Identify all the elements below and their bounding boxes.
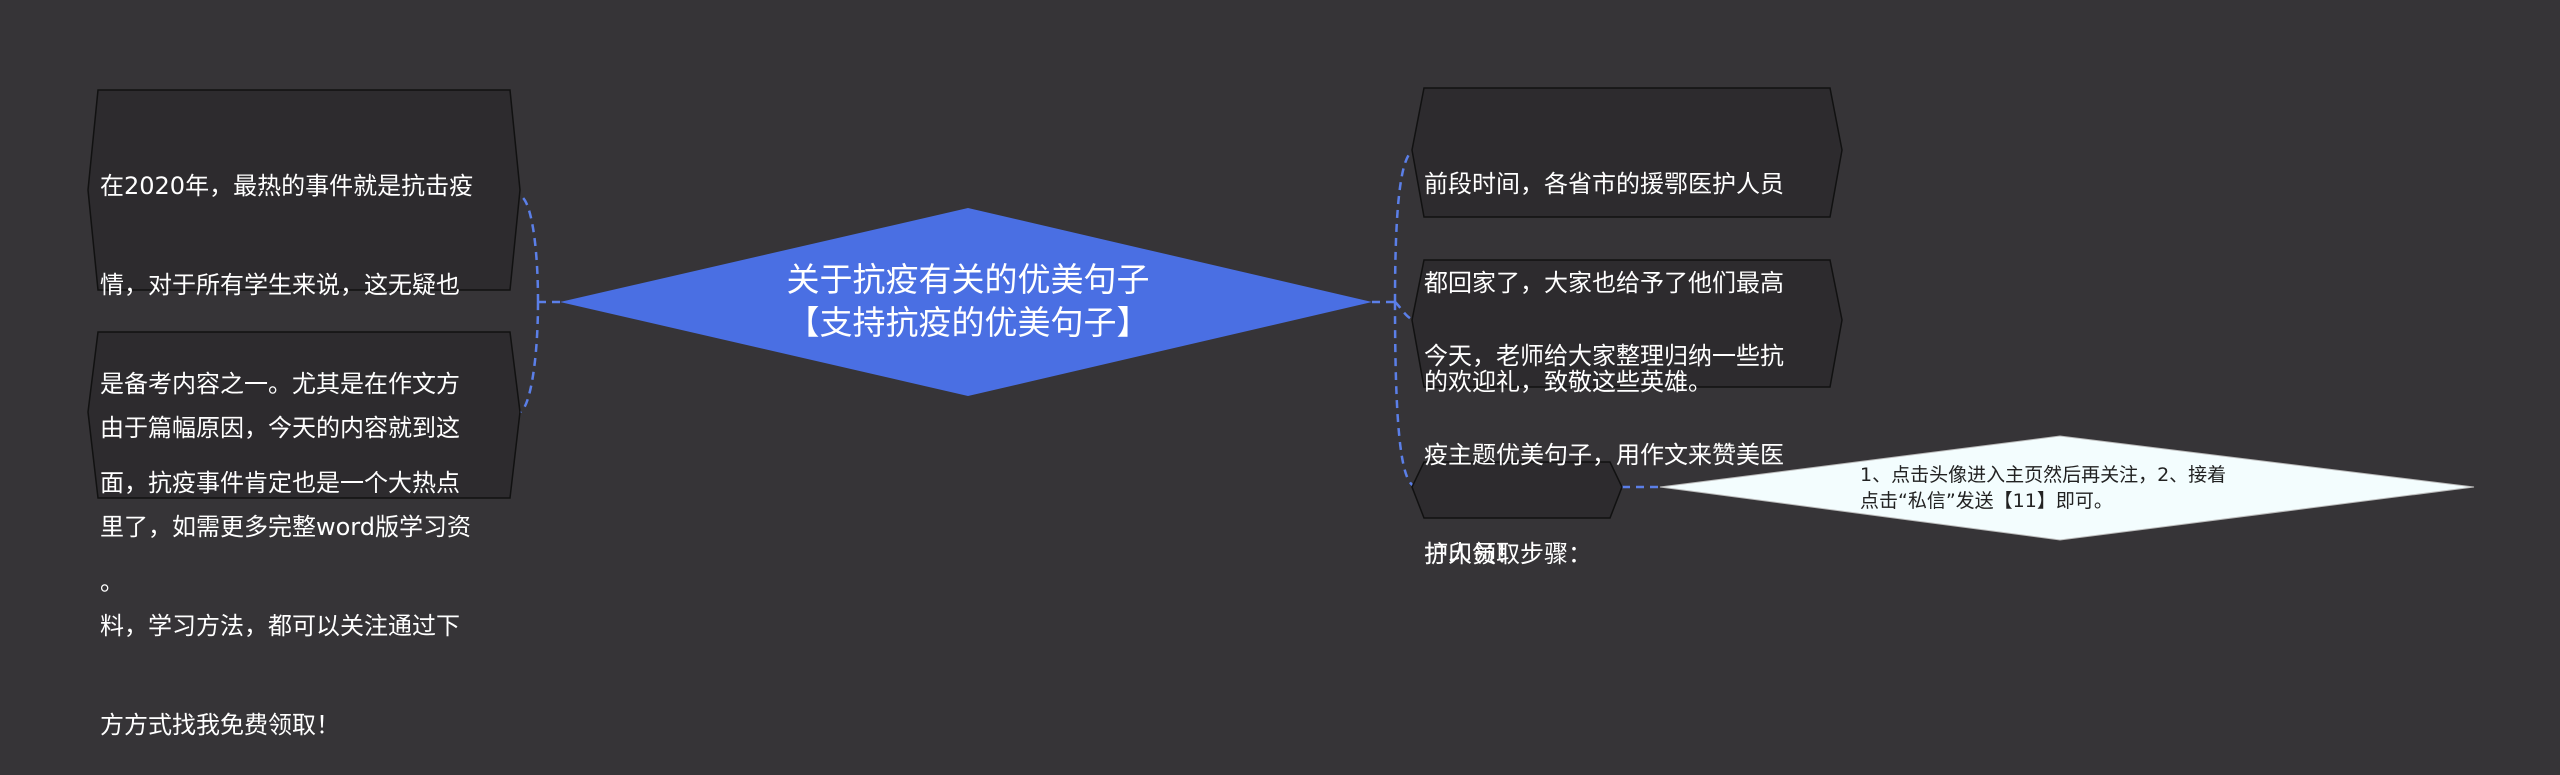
left-node-2-box[interactable] (87, 331, 521, 499)
connector-left-2 (519, 301, 540, 414)
left-node-2: 由于篇幅原因，今天的内容就到这 里了，如需更多完整word版学习资 料，学习方法… (100, 346, 520, 775)
left-node-1: 在2020年，最热的事件就是抗击疫 情，对于所有学生来说，这无疑也 是备考内容之… (100, 104, 520, 632)
left-node-2-line: 里了，如需更多完整word版学习资 (100, 513, 471, 541)
right-node-2-box[interactable] (1411, 259, 1843, 388)
right-node-1: 前段时间，各省市的援鄂医护人员 都回家了，大家也给予了他们最高 的欢迎礼，致敬这… (1424, 102, 1840, 432)
center-title: 关于抗疫有关的优美句子 【支持抗疫的优美句子】 (700, 258, 1236, 344)
left-node-2-line: 料，学习方法，都可以关注通过下 (100, 612, 460, 640)
left-node-2-line: 由于篇幅原因，今天的内容就到这 (100, 414, 460, 442)
step-node-text: 1、点击头像进入主页然后再关注，2、接着 点击“私信”发送【11】即可。 (1860, 462, 2280, 514)
right-node-2-line: 护人员！ (1424, 540, 1520, 568)
step-node-line: 点击“私信”发送【11】即可。 (1860, 490, 2113, 512)
center-title-line-1: 关于抗疫有关的优美句子 (786, 260, 1150, 299)
step-node[interactable] (1659, 435, 2475, 541)
left-node-1-line: 是备考内容之一。尤其是在作文方 (100, 370, 460, 398)
connector-left-1 (519, 194, 540, 303)
right-node-1-line: 前段时间，各省市的援鄂医护人员 (1424, 170, 1784, 198)
right-node-3-line: 打印领取步骤： (1424, 540, 1592, 568)
left-node-1-line: 。 (100, 568, 124, 596)
right-node-3: 打印领取步骤： (1424, 472, 1614, 604)
right-node-3-box[interactable] (1411, 461, 1623, 519)
right-node-2-line: 今天，老师给大家整理归纳一些抗 (1424, 342, 1784, 370)
left-node-2-line: 方方式找我免费领取！ (100, 711, 340, 739)
connectors (519, 148, 1660, 489)
right-node-1-box[interactable] (1411, 87, 1843, 218)
step-node-line: 1、点击头像进入主页然后再关注，2、接着 (1860, 464, 2227, 486)
right-node-2-line: 疫主题优美句子，用作文来赞美医 (1424, 441, 1784, 469)
mind-map-canvas (87, 87, 2475, 541)
connector-right-3 (1393, 301, 1415, 488)
connector-right-2 (1394, 301, 1415, 322)
left-node-1-box[interactable] (87, 89, 521, 291)
left-node-1-line: 情，对于所有学生来说，这无疑也 (100, 271, 460, 299)
left-node-1-line: 在2020年，最热的事件就是抗击疫 (100, 172, 474, 200)
connector-right-1 (1393, 148, 1415, 303)
right-node-2: 今天，老师给大家整理归纳一些抗 疫主题优美句子，用作文来赞美医 护人员！ (1424, 274, 1840, 604)
left-node-1-line: 面，抗疫事件肯定也是一个大热点 (100, 469, 460, 497)
center-title-line-2: 【支持抗疫的优美句子】 (786, 303, 1150, 342)
right-node-1-line: 都回家了，大家也给予了他们最高 (1424, 269, 1784, 297)
right-node-1-line: 的欢迎礼，致敬这些英雄。 (1424, 368, 1712, 396)
center-node[interactable] (560, 208, 1372, 396)
